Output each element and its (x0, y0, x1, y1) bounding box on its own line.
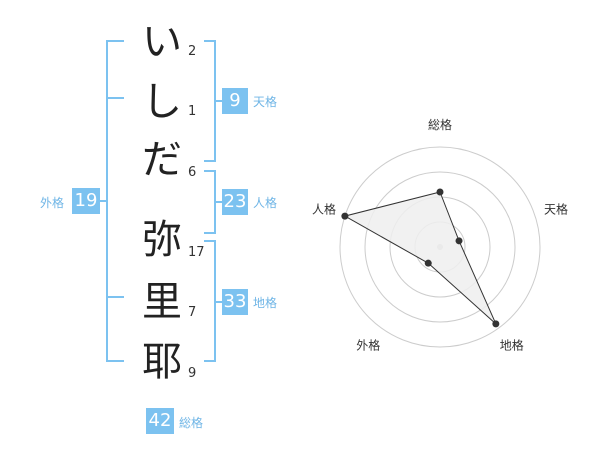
jinkaku-badge: 23 (222, 189, 248, 215)
stroke-count-1: 2 (188, 44, 197, 59)
stroke-count-5: 7 (188, 305, 197, 320)
chikaku-label: 地格 (253, 296, 278, 310)
jinkaku-connector (214, 201, 222, 203)
radar-point-4 (424, 259, 432, 267)
soukaku-label: 総格 (179, 416, 204, 430)
name-char-2: し (142, 79, 182, 125)
radar-point-1 (436, 188, 444, 196)
radar-point-2 (455, 237, 463, 245)
soukaku-badge: 42 (146, 408, 174, 434)
radar-axis-label-2: 天格 (544, 201, 568, 216)
name-char-4: 弥 (142, 217, 182, 263)
gaikaku-badge: 19 (72, 188, 100, 214)
gaikaku-tick-top (106, 97, 124, 99)
stroke-count-3: 6 (188, 165, 197, 180)
radar-axis-label-4: 外格 (356, 338, 380, 353)
tenkaku-connector (214, 100, 222, 102)
name-char-1: い (142, 19, 182, 65)
name-char-6: 耶 (142, 339, 182, 385)
radar-axis-label-5: 人格 (312, 201, 336, 216)
radar-ring-3 (364, 171, 516, 323)
stroke-count-6: 9 (188, 366, 197, 381)
jinkaku-label: 人格 (253, 196, 278, 210)
name-char-3: だ (142, 137, 182, 183)
chikaku-badge: 33 (222, 289, 248, 315)
radar-point-3 (492, 320, 500, 328)
gaikaku-bracket (106, 40, 124, 362)
radar-polygon (343, 191, 497, 325)
radar-axis-label-1: 総格 (428, 117, 452, 132)
radar-point-5 (341, 212, 349, 220)
radar-axis-label-3: 地格 (500, 338, 524, 353)
gaikaku-tick-bottom (106, 296, 124, 298)
tenkaku-badge: 9 (222, 88, 248, 114)
stroke-count-4: 17 (188, 245, 205, 260)
chikaku-connector (214, 301, 222, 303)
gaikaku-connector (98, 200, 108, 202)
radar-ring-4 (339, 146, 541, 348)
name-char-5: 里 (142, 279, 182, 325)
tenkaku-label: 天格 (253, 95, 278, 109)
gaikaku-label: 外格 (40, 196, 65, 210)
stroke-count-2: 1 (188, 104, 197, 119)
